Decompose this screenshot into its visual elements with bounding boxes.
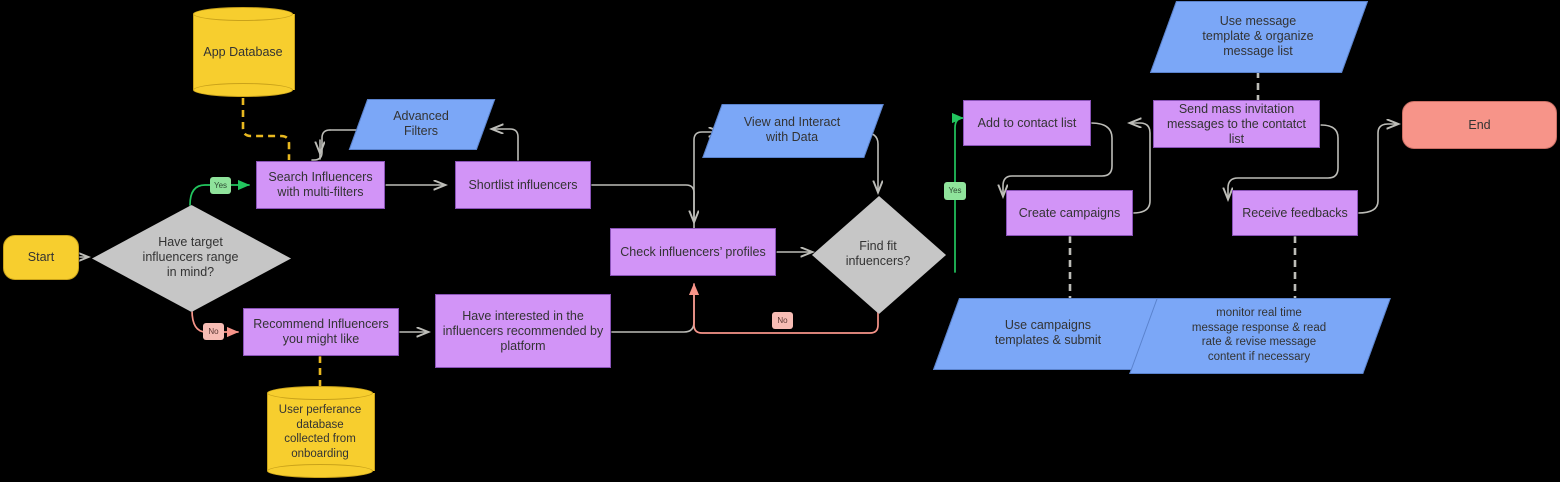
cylinder-bottom: [267, 464, 373, 478]
edge-label-text: No: [777, 315, 788, 325]
node-have-interested[interactable]: Have interested in the influencers recom…: [435, 294, 611, 368]
node-use-campaign-templates[interactable]: Use campaigns templates & submit: [932, 298, 1166, 370]
node-advanced-filters-label: Advanced Filters: [393, 108, 449, 138]
cylinder-top: [267, 386, 373, 400]
node-view-interact-data[interactable]: View and Interact with Data: [702, 104, 884, 158]
node-end[interactable]: End: [1402, 101, 1557, 149]
node-search-influencers-label: Search Influencers with multi-filters: [268, 170, 373, 199]
node-receive-feedbacks-label: Receive feedbacks: [1242, 205, 1348, 220]
cylinder-body: [267, 393, 375, 471]
node-view-interact-data-label: View and Interact with Data: [743, 115, 841, 144]
node-send-mass-invitation[interactable]: Send mass invitation messages to the con…: [1153, 100, 1320, 148]
node-shortlist-influencers[interactable]: Shortlist influencers: [455, 161, 591, 209]
cylinder-body: [193, 14, 295, 90]
node-start-label: Start: [27, 250, 55, 264]
node-find-fit-label: Find fit infuencers?: [845, 239, 911, 268]
edge-label-text: No: [208, 326, 219, 336]
node-find-fit-decision[interactable]: Find fit infuencers?: [812, 196, 946, 314]
node-receive-feedbacks[interactable]: Receive feedbacks: [1232, 190, 1358, 236]
node-user-preference-database-label: User perferance database collected from …: [278, 404, 362, 460]
node-monitor-realtime[interactable]: monitor real time message response & rea…: [1129, 298, 1391, 374]
node-send-mass-invitation-label: Send mass invitation messages to the con…: [1167, 101, 1306, 146]
edge-label-yes-find-fit: Yes: [944, 182, 966, 200]
node-app-database[interactable]: App Database: [193, 7, 295, 97]
node-check-profiles-label: Check influencers’ profiles: [620, 244, 766, 259]
node-use-message-template-label: Use message template & organize message …: [1202, 13, 1314, 58]
node-app-database-label: App Database: [203, 44, 283, 59]
node-shortlist-influencers-label: Shortlist influencers: [468, 177, 578, 192]
cylinder-bottom: [193, 83, 293, 97]
edge-label-no-have-target: No: [203, 323, 224, 340]
node-have-target-label: Have target influencers range in mind?: [142, 235, 239, 279]
edge-label-text: Yes: [213, 180, 228, 190]
node-have-target-decision[interactable]: Have target influencers range in mind?: [92, 205, 291, 312]
node-monitor-realtime-label: monitor real time message response & rea…: [1191, 307, 1327, 363]
node-user-preference-database[interactable]: User perferance database collected from …: [267, 386, 375, 478]
node-have-interested-label: Have interested in the influencers recom…: [442, 308, 604, 353]
node-add-to-contact-list-label: Add to contact list: [977, 115, 1077, 130]
edge-label-yes-have-target: Yes: [210, 177, 231, 194]
node-end-label: End: [1468, 117, 1491, 132]
node-create-campaigns-label: Create campaigns: [1018, 205, 1121, 220]
node-use-message-template[interactable]: Use message template & organize message …: [1149, 1, 1369, 73]
node-recommend-influencers[interactable]: Recommend Influencers you might like: [243, 308, 399, 356]
node-advanced-filters[interactable]: Advanced Filters: [348, 99, 496, 150]
node-recommend-influencers-label: Recommend Influencers you might like: [253, 317, 389, 346]
node-check-profiles[interactable]: Check influencers’ profiles: [610, 228, 776, 276]
node-use-campaign-templates-label: Use campaigns templates & submit: [994, 318, 1102, 347]
node-add-to-contact-list[interactable]: Add to contact list: [963, 100, 1091, 146]
node-create-campaigns[interactable]: Create campaigns: [1006, 190, 1133, 236]
edge-label-no-find-fit: No: [772, 312, 793, 329]
node-search-influencers[interactable]: Search Influencers with multi-filters: [256, 161, 385, 209]
edge-label-text: Yes: [948, 186, 962, 195]
node-start[interactable]: Start: [3, 235, 79, 280]
cylinder-top: [193, 7, 293, 21]
